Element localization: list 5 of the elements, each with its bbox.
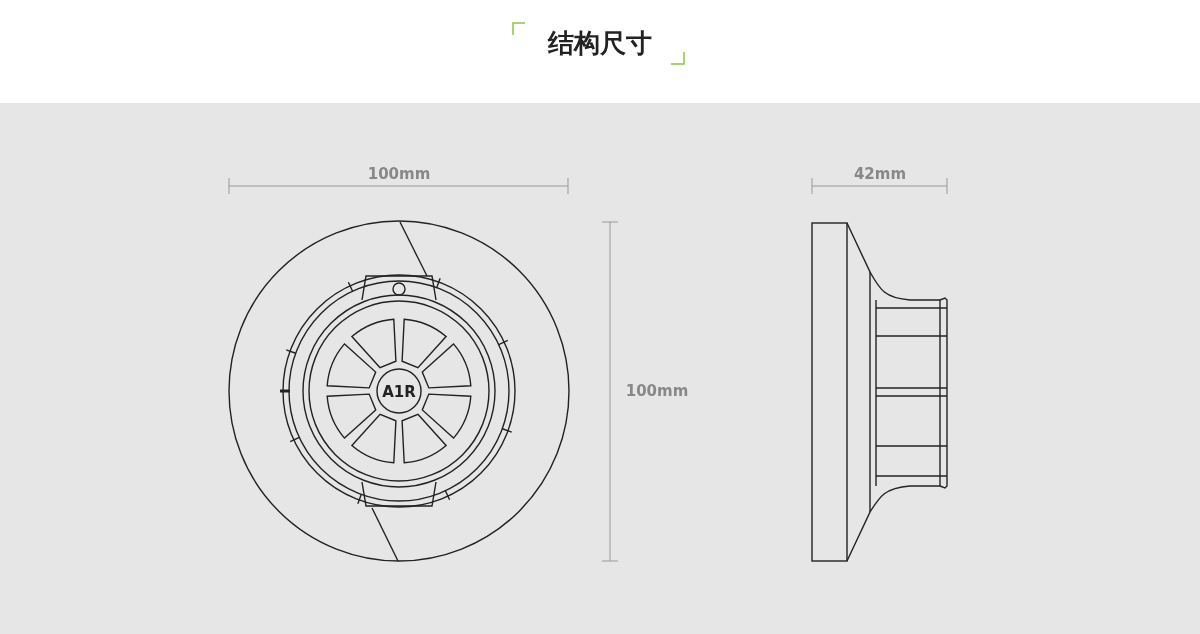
title: 结构尺寸 [546,30,653,56]
dimension-label: 42mm [853,166,907,182]
dimension-label: 100mm [367,166,431,182]
marking-text: A1R [382,384,416,400]
dimension-label: 100mm [625,383,689,399]
